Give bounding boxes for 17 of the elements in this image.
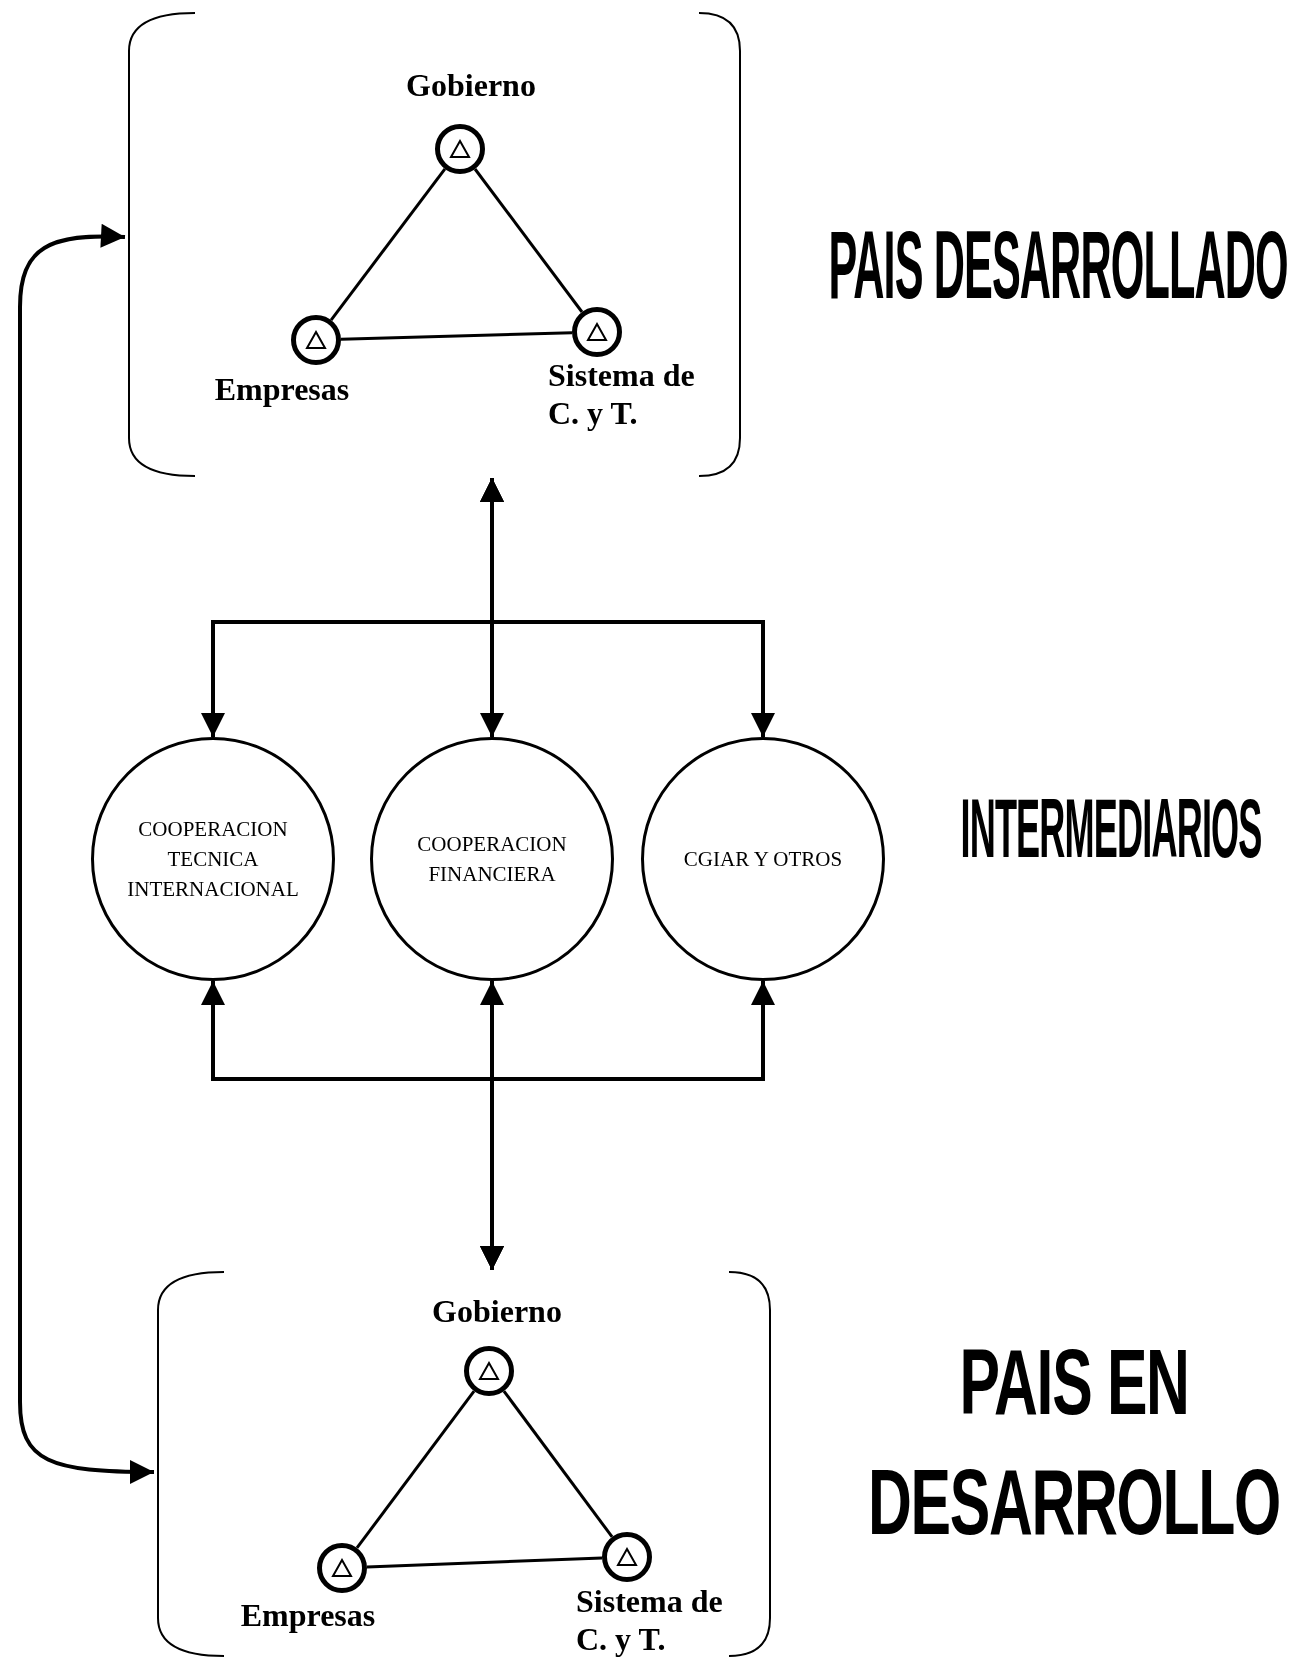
- vertex-label: Sistema de C. y T.: [548, 356, 696, 433]
- arrow: [18, 224, 154, 1484]
- section-title: PAIS EN DESARROLLO: [867, 1330, 1281, 1555]
- connector-line: [340, 331, 573, 341]
- vertex-label: Sistema de C. y T.: [576, 1582, 724, 1659]
- bracket-frame: [125, 11, 744, 478]
- connector-line: [366, 1556, 603, 1569]
- section-title: PAIS DESARROLLADO: [828, 215, 1288, 315]
- vertex-label: Empresas: [213, 370, 351, 409]
- vertex-label: Gobierno: [431, 1292, 563, 1331]
- circle-label: COOPERACION FINANCIERA: [416, 831, 568, 888]
- vertex-label: Gobierno: [405, 66, 537, 105]
- bracket-frame: [154, 1270, 774, 1658]
- vertex-label: Empresas: [239, 1596, 377, 1635]
- circle-label: COOPERACION TECNICA INTERNACIONAL: [126, 816, 300, 903]
- section-title: INTERMEDIARIOS: [960, 780, 1262, 876]
- circle-label: CGIAR Y OTROS: [682, 846, 844, 873]
